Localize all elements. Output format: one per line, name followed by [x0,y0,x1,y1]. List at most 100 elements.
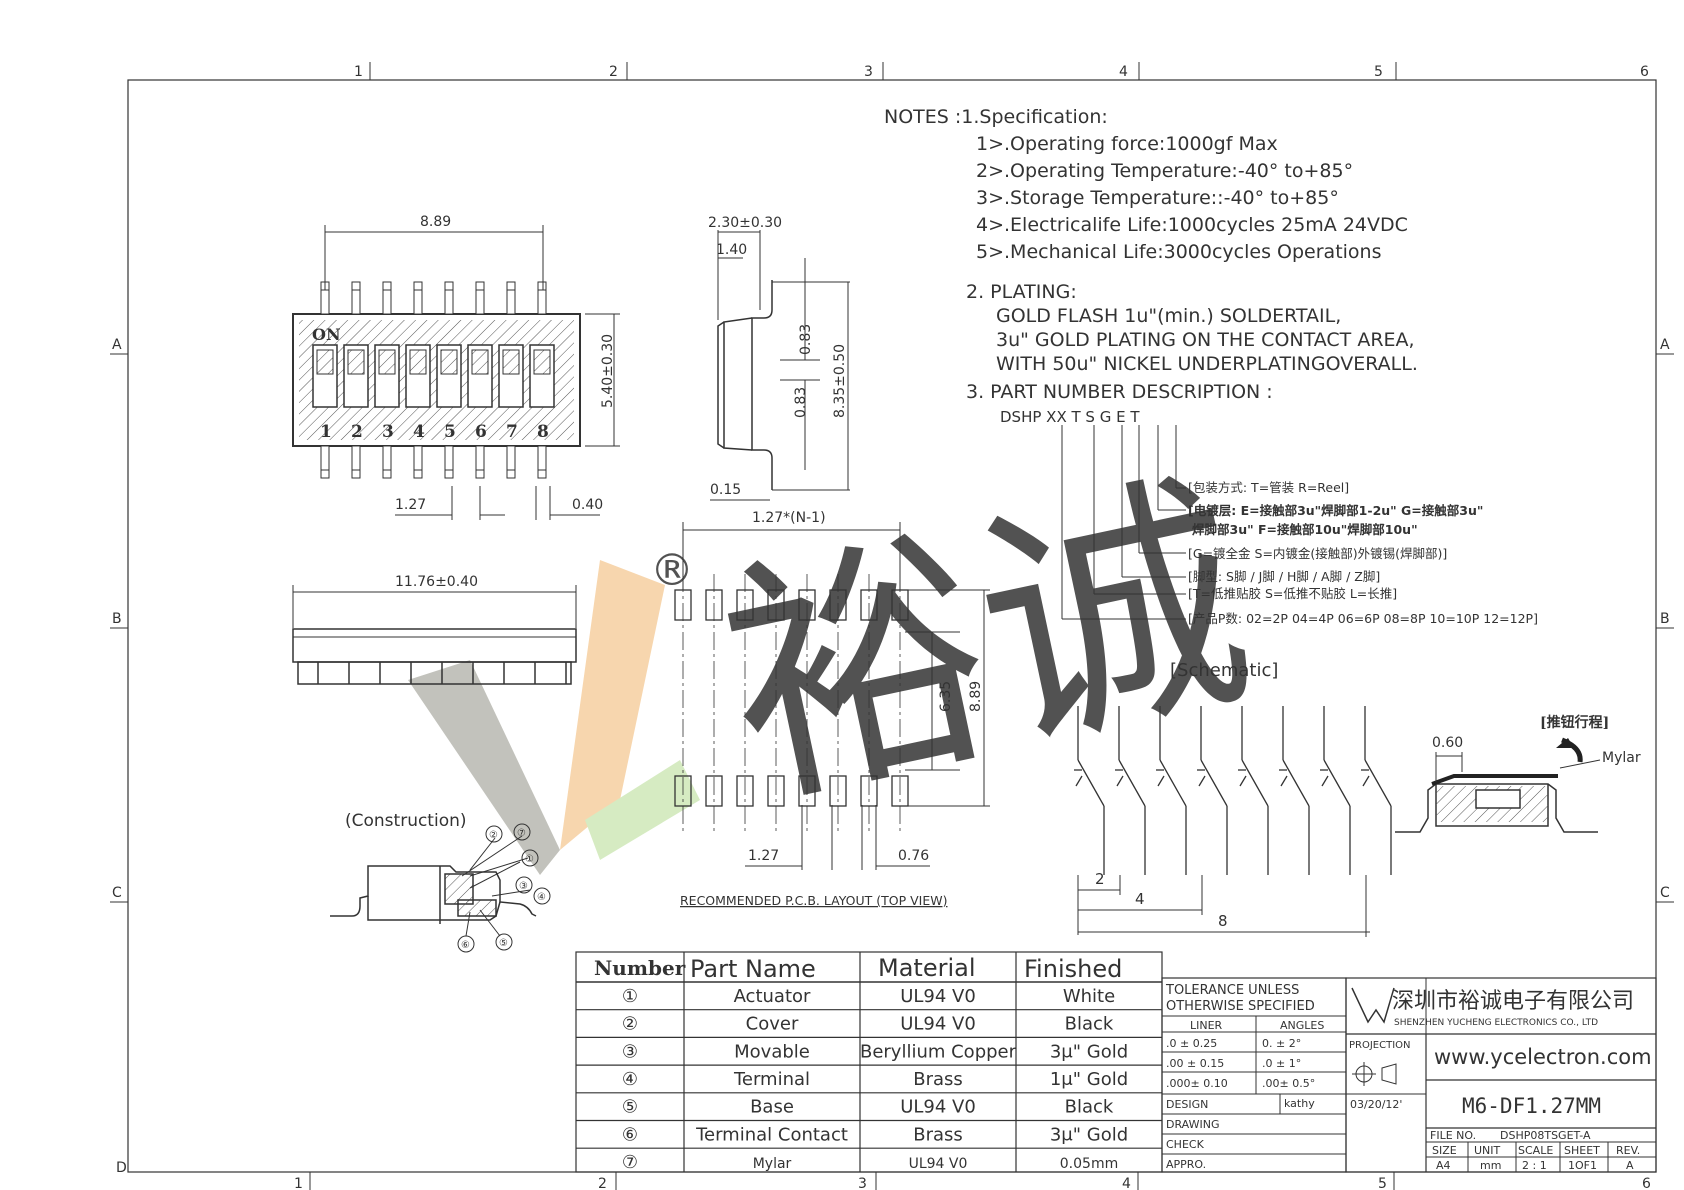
fv-dim-length: 11.76±0.40 [395,574,478,590]
legend-packaging: [包装方式: T=管装 R=Reel] [1188,480,1349,495]
bom-cell-number: ⑦ [622,1152,638,1173]
tol-title-1: TOLERANCE UNLESS [1165,983,1299,998]
tv-pin-top [506,281,516,315]
schematic-dim-b: 4 [1135,890,1145,908]
schematic-blade [1077,759,1105,807]
callout-2: ② [489,830,498,841]
row-mark-b-right: B [1660,611,1670,627]
bom-cell-finished: Black [1065,1014,1114,1035]
sv-dim-total: 8.35±0.50 [832,344,848,418]
title-block [1345,977,1657,1173]
tol-angle-3: .00± 0.5° [1262,1077,1315,1090]
tol-liner-2: .00 ± 0.15 [1166,1057,1224,1070]
bom-cell-material: Beryllium Copper [860,1041,1017,1062]
tv-slider-knob [378,349,396,375]
travel-detail [1395,737,1601,833]
bom-cell-number: ③ [622,1041,638,1062]
tv-pin-top [382,281,392,315]
tv-dim-pitch: 1.27 [395,497,426,513]
tv-pin-top [413,281,423,315]
tv-pin-number: 5 [444,422,456,442]
row-mark-a: A [112,337,122,353]
tv-pin-bottom [475,445,485,479]
tv-dim-height: 5.40±0.30 [600,334,616,408]
tv-dim-lead: 0.40 [572,497,603,513]
bom-header-part-name: Part Name [690,955,816,983]
row-mark-b: B [112,611,122,627]
watermark-text: 裕诚 [700,442,1271,846]
bom-cell-material: Brass [913,1069,963,1090]
sv-dim-upper: 0.83 [798,324,814,355]
tv-pin-top [351,281,361,315]
schematic-contact [1157,775,1165,787]
watermark-y-green [585,760,700,860]
bom-cell-part-name: Cover [746,1014,799,1035]
bom-cell-material: UL94 V0 [900,1097,976,1118]
tol-angle-1: 0. ± 2° [1262,1037,1301,1050]
tv-pin-number: 1 [320,422,332,442]
spec-item-2: 2>.Operating Temperature:-40° to+85° [976,160,1353,182]
tol-liner-1: .0 ± 0.25 [1166,1037,1217,1050]
bom-cell-material: UL94 V0 [900,986,976,1007]
col-mark-5-bottom: 5 [1378,1176,1387,1190]
legend-foot-type: [脚型: S脚 / J脚 / H脚 / A脚 / Z脚] [1188,569,1380,584]
pcb-dim-pad: 0.76 [898,848,929,864]
rev-value: A [1626,1159,1634,1172]
scale-header: SCALE [1518,1144,1553,1157]
tv-pin-number: 7 [506,422,518,442]
company-logo [1351,987,1395,1024]
tv-slider-knob [347,349,365,375]
file-number: DSHP08TSGET-A [1500,1129,1591,1142]
col-mark-6-bottom: 6 [1642,1176,1651,1190]
column-markers: 1 2 3 4 5 6 1 2 3 4 5 6 [294,64,1651,1190]
unit-value: mm [1480,1159,1501,1172]
bom-cell-material: Brass [913,1124,963,1145]
tv-pin-bottom [537,445,547,479]
callout-5: ⑤ [499,938,508,949]
notes-heading: NOTES :1.Specification: [884,106,1108,128]
legend-plating-1: [电镀层: E=接触部3u"焊脚部1-2u" G=接触部3u" [1188,503,1483,518]
schematic-contact [1280,775,1288,787]
schematic-contact [1239,775,1247,787]
sv-dim-lower: 0.83 [793,387,809,418]
tol-projection: PROJECTION [1349,1040,1411,1051]
col-mark-2-bottom: 2 [598,1176,607,1190]
tol-designer: kathy [1284,1097,1315,1110]
tol-design-label: DESIGN [1166,1098,1208,1111]
tv-pin-top [444,281,454,315]
col-mark-4: 4 [1119,64,1128,80]
tv-slider-knob [533,349,551,375]
front-view [292,585,577,685]
sheet-value: 1OF1 [1568,1159,1597,1172]
tol-date: 03/20/12' [1350,1098,1402,1111]
callout-7: ⑦ [517,828,526,839]
schematic-blade [1323,759,1351,807]
travel-dim: 0.60 [1432,735,1463,751]
tol-drawing-label: DRAWING [1166,1118,1219,1131]
bom-cell-number: ⑥ [622,1124,638,1145]
plating-line-2: 3u" GOLD PLATING ON THE CONTACT AREA, [996,329,1415,351]
bom-cell-part-name: Terminal Contact [695,1124,848,1145]
construction-title: (Construction) [345,811,467,831]
tv-pin-bottom [320,445,330,479]
plating-line-1: GOLD FLASH 1u"(min.) SOLDERTAIL, [996,305,1341,327]
schematic-blade [1159,759,1187,807]
callout-3: ③ [519,881,528,892]
pcb-layout [674,522,990,870]
bom-cell-finished: 3μ" Gold [1050,1124,1128,1145]
sv-dim-thickness: 2.30±0.30 [708,215,782,231]
bom-header-number: Number [594,956,686,980]
watermark-y-orange [560,560,665,850]
company-website: www.ycelectron.com [1434,1045,1652,1069]
sheet-header: SHEET [1564,1144,1600,1157]
bom-cell-number: ⑤ [622,1097,638,1118]
tv-pin-number: 6 [475,422,487,442]
schematic-dims [1077,875,1370,937]
tv-pin-number: 2 [351,422,363,442]
tv-slider-knob [502,349,520,375]
tv-slider-knob [471,349,489,375]
spec-item-5: 5>.Mechanical Life:3000cycles Operations [976,241,1382,263]
tol-title-2: OTHERWISE SPECIFIED [1166,999,1315,1014]
schematic-switches [1074,706,1392,875]
